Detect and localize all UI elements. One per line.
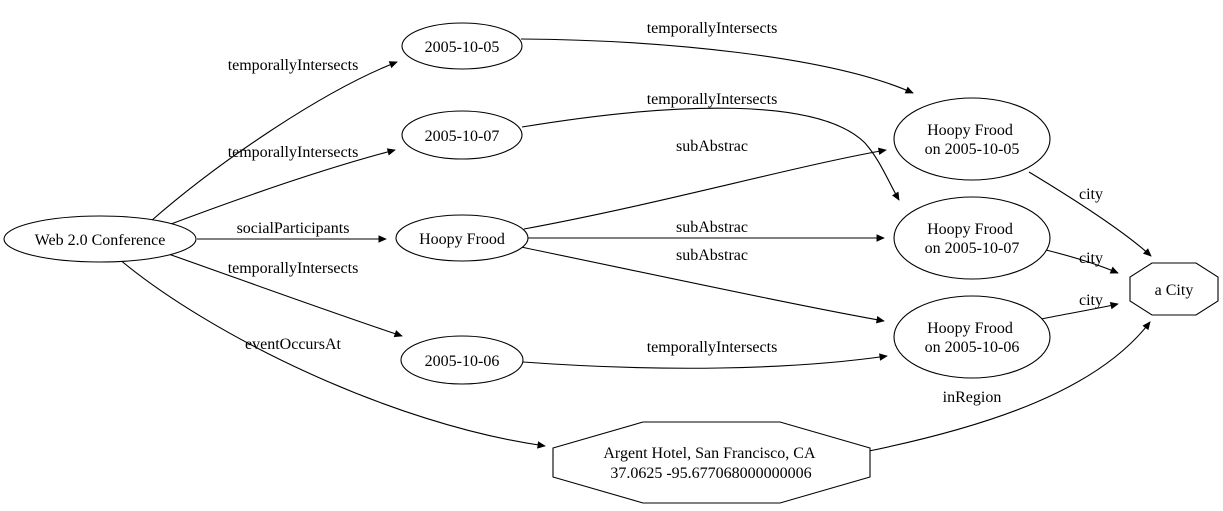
edge-label-temporally-intersects-2: temporallyIntersects xyxy=(228,144,359,161)
node-2005-10-05-label: 2005-10-05 xyxy=(425,39,500,56)
edge-label-temporally-intersects-1: temporallyIntersects xyxy=(228,57,359,74)
node-2005-10-07: 2005-10-07 xyxy=(401,110,523,160)
node-hoopy-frood: Hoopy Frood xyxy=(395,214,529,262)
node-2005-10-07-label: 2005-10-07 xyxy=(425,128,500,145)
edge-web20-to-argent-hotel xyxy=(118,258,546,449)
node-hoopy-frood-on-2005-10-07-shape xyxy=(893,196,1051,280)
node-hf06-label-line2: on 2005-10-06 xyxy=(925,339,1020,356)
edge-2005-10-05-to-hf05 xyxy=(520,38,914,94)
node-hf05-label-line1: Hoopy Frood xyxy=(927,122,1013,139)
edge-hf05-to-city xyxy=(1028,171,1152,257)
edge-label-layer: temporallyIntersects temporallyIntersect… xyxy=(228,20,1103,406)
edge-label-city-2: city xyxy=(1079,250,1103,267)
node-hf07-label-line2: on 2005-10-07 xyxy=(925,240,1020,257)
edge-hf07-to-city xyxy=(1045,249,1119,274)
node-argent-hotel: Argent Hotel, San Francisco, CA 37.0625 … xyxy=(552,421,871,504)
svg-text:Hoopy Frood on 2005-: Hoopy Frood on 2005-10-05 xyxy=(925,122,1020,158)
node-2005-10-06-shape xyxy=(400,335,524,385)
node-hoopy-frood-on-2005-10-06: Hoopy Frood on 2005-10-06 xyxy=(893,295,1051,379)
node-hoopy-frood-shape xyxy=(395,214,529,262)
node-2005-10-07-shape xyxy=(401,110,523,160)
edge-web20-to-2005-10-07 xyxy=(162,148,396,228)
edge-label-sub-abstrac-2: subAbstrac xyxy=(676,219,748,236)
svg-text:Hoopy Frood on 2005-: Hoopy Frood on 2005-10-07 xyxy=(925,221,1020,257)
node-argent-hotel-label-line1: Argent Hotel, San Francisco, CA xyxy=(603,445,816,462)
node-hf07-label-line1: Hoopy Frood xyxy=(927,221,1013,238)
edge-label-temporally-intersects-3: temporallyIntersects xyxy=(228,260,359,277)
node-2005-10-06: 2005-10-06 xyxy=(400,335,524,385)
edge-layer xyxy=(118,38,1152,452)
node-argent-hotel-shape xyxy=(552,421,871,504)
node-hoopy-frood-on-2005-10-05-shape xyxy=(893,97,1051,181)
edge-label-in-region: inRegion xyxy=(943,389,1002,406)
node-a-city-label: a City xyxy=(1155,282,1194,299)
svg-text:Argent Hotel, San Francisco, C: Argent Hotel, San Francisco, CA 37.0625 … xyxy=(603,445,818,482)
edge-label-sub-abstrac-1: subAbstrac xyxy=(676,138,748,155)
node-web20-conference-shape xyxy=(3,215,197,263)
node-hoopy-frood-on-2005-10-07: Hoopy Frood on 2005-10-07 xyxy=(893,196,1051,280)
node-layer: Web 2.0 Conference 2005-10-05 2005-10-07… xyxy=(3,22,1219,504)
edge-label-city-3: city xyxy=(1079,292,1103,309)
node-2005-10-06-label: 2005-10-06 xyxy=(425,353,500,370)
edge-label-temporally-intersects-5: temporallyIntersects xyxy=(647,91,778,108)
edge-hf06-to-city xyxy=(1040,302,1119,320)
edge-2005-10-07-to-hf07 xyxy=(521,107,900,201)
edge-label-sub-abstrac-3: subAbstrac xyxy=(676,247,748,264)
edge-argent-hotel-to-city xyxy=(868,321,1151,452)
node-web20-conference: Web 2.0 Conference xyxy=(3,215,197,263)
edge-hoopy-to-hf05 xyxy=(523,147,887,230)
edge-label-event-occurs-at: eventOccursAt xyxy=(245,336,342,353)
node-hf05-label-line2: on 2005-10-05 xyxy=(925,141,1020,158)
edge-label-city-1: city xyxy=(1079,186,1103,203)
node-2005-10-05: 2005-10-05 xyxy=(401,22,523,70)
edge-label-temporally-intersects-6: temporallyIntersects xyxy=(647,339,778,356)
node-hf06-label-line1: Hoopy Frood xyxy=(927,320,1013,337)
node-hoopy-frood-on-2005-10-05: Hoopy Frood on 2005-10-05 xyxy=(893,97,1051,181)
edge-label-temporally-intersects-4: temporallyIntersects xyxy=(647,20,778,37)
edge-2005-10-06-to-hf06 xyxy=(522,353,888,369)
edge-web20-to-2005-10-06 xyxy=(159,250,403,338)
svg-text:Hoopy Frood on 2005-: Hoopy Frood on 2005-10-06 xyxy=(925,320,1020,356)
node-hoopy-frood-on-2005-10-06-shape xyxy=(893,295,1051,379)
edge-web20-to-2005-10-05 xyxy=(150,61,398,222)
node-hoopy-frood-label: Hoopy Frood xyxy=(419,231,505,248)
node-argent-hotel-label-line2: 37.0625 -95.677068000000006 xyxy=(610,465,811,482)
node-web20-conference-label: Web 2.0 Conference xyxy=(35,232,166,249)
node-2005-10-05-shape xyxy=(401,22,523,70)
node-a-city-shape xyxy=(1129,262,1219,316)
edge-label-social-participants: socialParticipants xyxy=(237,220,350,237)
edge-hoopy-to-hf06 xyxy=(520,246,885,324)
node-a-city: a City xyxy=(1129,262,1219,316)
